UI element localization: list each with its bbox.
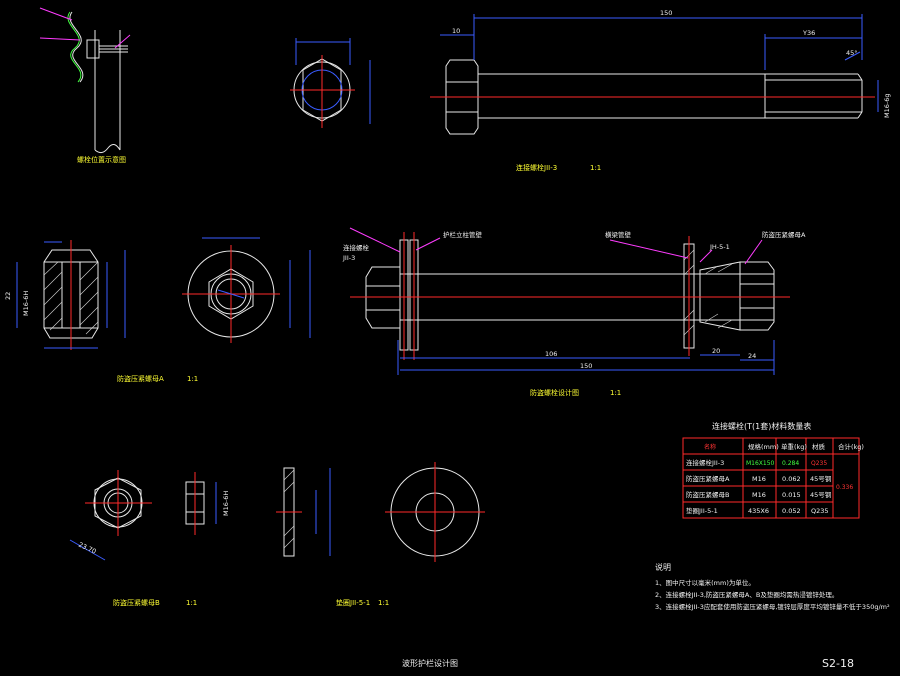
nut-a-scale: 1:1 xyxy=(187,375,198,383)
table-row-3-spec: M16 xyxy=(752,491,766,499)
assembly-title: 防盗螺栓设计图 xyxy=(530,388,579,397)
table-header-name: 名称 xyxy=(704,443,716,451)
assembly-label-bolt-code: JII-3 xyxy=(342,254,355,262)
bolt-m3-scale: 1:1 xyxy=(590,164,601,172)
notes-heading: 说明 xyxy=(655,562,671,572)
notes-item-2: 2、连接螺栓JII-3,防盗压紧螺母A、B及垫圈均需热浸镀锌处理。 xyxy=(655,590,838,599)
table-row-1-material: Q235 xyxy=(811,460,827,467)
nut-a-left-dim: 22 xyxy=(4,292,12,300)
table-header-material: 材质 xyxy=(812,442,826,451)
post-position-view xyxy=(39,7,131,154)
table-row-1-spec: M16X150 xyxy=(746,460,775,467)
table-row-3-weight: 0.015 xyxy=(782,491,801,499)
nut-a-title: 防盗压紧螺母A xyxy=(117,374,164,383)
nut-a-thread-mark: M16-6H xyxy=(22,291,30,316)
assembly-dim-small: 20 xyxy=(712,347,720,355)
table-row-3-name: 防盗压紧螺母B xyxy=(686,490,729,499)
nut-b-thread-mark: M16-6H xyxy=(222,491,230,516)
bolt-side-view xyxy=(430,14,879,135)
washer-end-view xyxy=(385,462,485,562)
assembly-dim-overall: 150 xyxy=(580,362,592,370)
assembly-label-post-wall: 护栏立柱管壁 xyxy=(443,230,483,239)
table-row-2-weight: 0.062 xyxy=(782,475,801,483)
table-row-4-material: Q235 xyxy=(811,507,829,515)
table-row-2-name: 防盗压紧螺母A xyxy=(686,474,730,483)
table-row-1-weight: 0.284 xyxy=(782,460,799,467)
bolt-head-dim: 10 xyxy=(452,27,460,35)
bolt-thread-mark: M16-6g xyxy=(883,94,891,119)
post-position-title: 螺栓位置示意图 xyxy=(77,155,126,164)
table-row-1-name: 连接螺栓JII-3 xyxy=(686,458,724,467)
assembly-label-nut-a: 防盗压紧螺母A xyxy=(762,230,806,239)
assembly-view xyxy=(349,227,790,375)
table-row-2-material: 45号钢 xyxy=(810,475,832,483)
bolt-chamfer-dim: 45° xyxy=(846,49,858,57)
assembly-label-bolt: 连接螺栓 xyxy=(343,243,370,252)
assembly-scale: 1:1 xyxy=(610,389,621,397)
nut-a-section-view xyxy=(16,240,126,350)
assembly-dim-mid: 106 xyxy=(545,350,557,358)
material-table-title: 连接螺栓(T(1套)材料数量表 xyxy=(712,421,811,431)
table-row-3-material: 45号钢 xyxy=(810,491,832,499)
nut-a-end-view xyxy=(182,237,311,343)
table-row-2-spec: M16 xyxy=(752,475,766,483)
table-total-value: 0.336 xyxy=(836,484,853,491)
assembly-dim-right: 24 xyxy=(748,352,756,360)
table-row-4-spec: 435X6 xyxy=(748,507,769,515)
table-row-4-name: 垫圈JII-5-1 xyxy=(686,506,718,515)
sheet-number: S2-18 xyxy=(822,657,854,670)
washer-title: 垫圈JII-5-1 xyxy=(336,598,370,607)
table-header-spec: 规格(mm) xyxy=(748,442,779,451)
notes-item-1: 1、图中尺寸以毫米(mm)为单位。 xyxy=(655,578,755,587)
bolt-length-dim: 150 xyxy=(660,9,672,17)
table-header-weight: 单重(kg) xyxy=(781,442,807,451)
nut-b-scale: 1:1 xyxy=(186,599,197,607)
washer-side-view xyxy=(276,467,331,557)
sheet-title: 波形护栏设计图 xyxy=(402,658,458,668)
table-row-4-weight: 0.052 xyxy=(782,507,801,515)
material-table xyxy=(682,437,860,519)
nut-b-side-view xyxy=(185,472,217,535)
bolt-thread-dim: Y36 xyxy=(802,29,815,37)
assembly-label-beam-wall: 横梁管壁 xyxy=(605,230,632,239)
notes-item-3: 3、连接螺栓JII-3应配套使用防盗压紧螺母,镀锌层厚度平均镀锌量不低于350g… xyxy=(655,602,890,611)
washer-scale: 1:1 xyxy=(378,599,389,607)
assembly-label-washer: JH-5-1 xyxy=(709,243,730,251)
table-header-total: 合计(kg) xyxy=(838,442,864,451)
nut-b-diag-dim: 23.70 xyxy=(77,541,97,556)
nut-b-end-view xyxy=(69,470,152,561)
bolt-m3-title: 连接螺栓JII-3 xyxy=(516,163,557,172)
nut-b-title: 防盗压紧螺母B xyxy=(113,598,160,607)
bolt-head-end-view xyxy=(290,38,371,128)
